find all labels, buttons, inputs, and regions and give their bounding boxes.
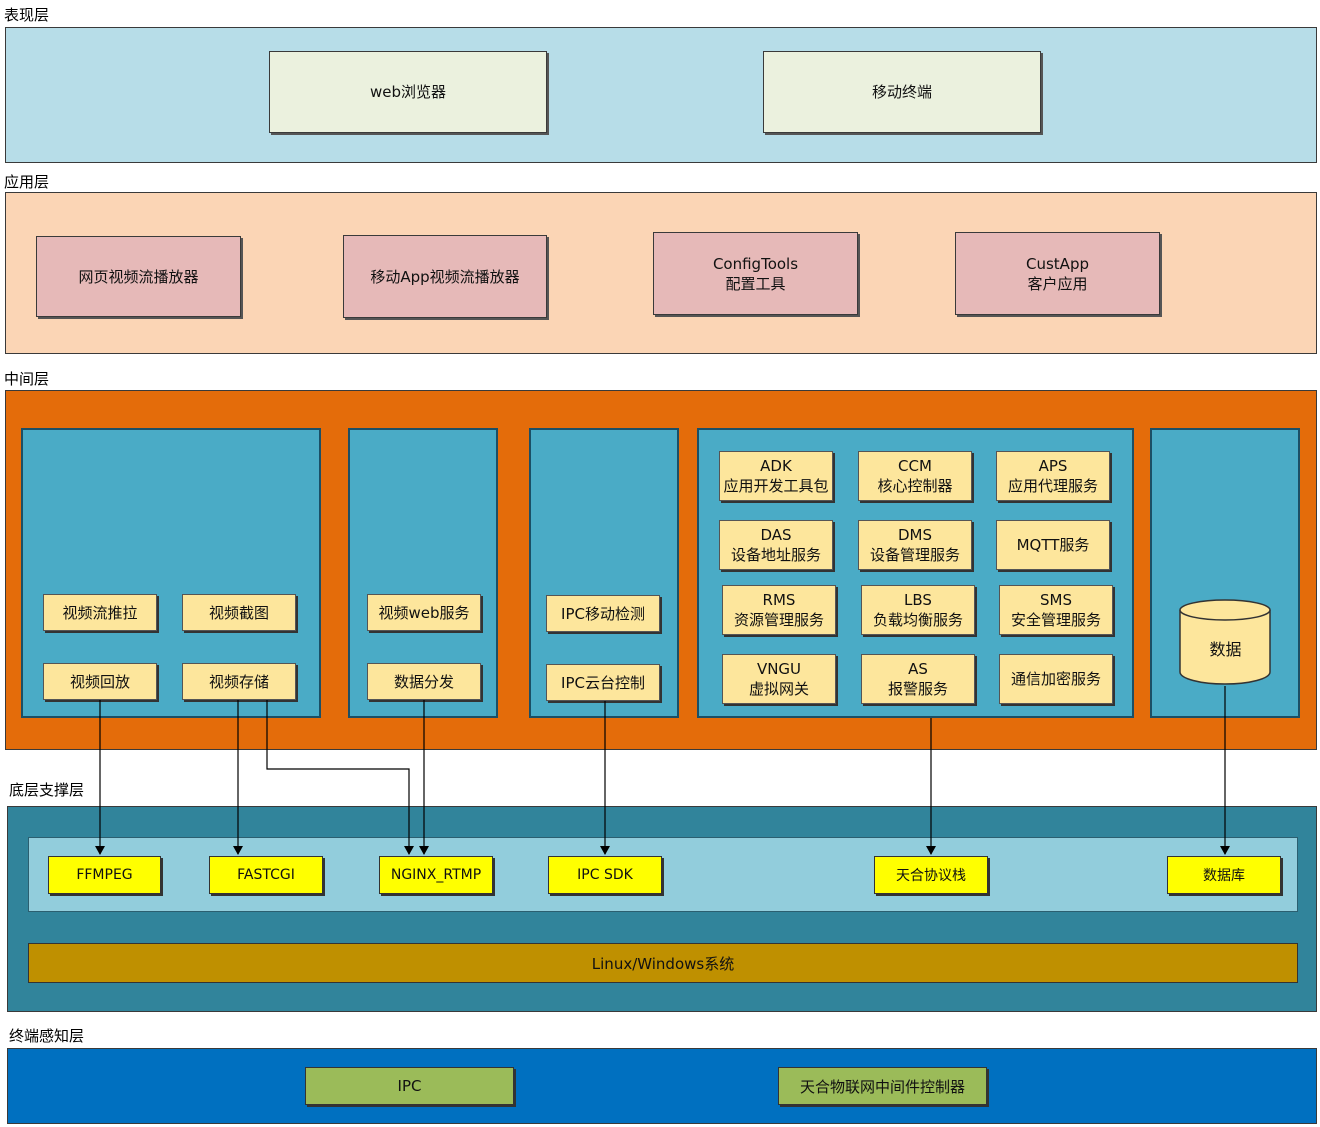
sms-label: SMS xyxy=(1040,591,1072,609)
database-box[interactable]: 数据库 xyxy=(1167,856,1281,894)
cust-app-box[interactable]: CustApp 客户应用 xyxy=(955,232,1160,315)
ccm-label: CCM xyxy=(898,457,932,475)
ipc-sdk-label: IPC SDK xyxy=(577,867,633,883)
aps-desc: 应用代理服务 xyxy=(1007,477,1098,495)
mqtt-service-label: MQTT服务 xyxy=(1016,536,1090,554)
ipc-motion-detection-label: IPC移动检测 xyxy=(561,604,645,623)
video-web-service-box[interactable]: 视频web服务 xyxy=(367,594,481,631)
comm-encryption-label: 通信加密服务 xyxy=(1010,670,1101,688)
video-snapshot-box[interactable]: 视频截图 xyxy=(182,594,296,631)
mqtt-service-box[interactable]: MQTT服务 xyxy=(996,520,1110,570)
ccm-box[interactable]: CCM 核心控制器 xyxy=(858,451,972,501)
video-web-service-label: 视频web服务 xyxy=(378,603,470,622)
mobile-app-video-player-box[interactable]: 移动App视频流播放器 xyxy=(343,235,547,318)
os-label: Linux/Windows系统 xyxy=(591,954,735,973)
rms-box[interactable]: RMS 资源管理服务 xyxy=(722,585,836,635)
dms-box[interactable]: DMS 设备管理服务 xyxy=(858,520,972,570)
as-label: AS xyxy=(908,660,928,678)
database-label: 数据库 xyxy=(1203,868,1245,884)
cust-app-label-cn: 客户应用 xyxy=(1027,274,1088,293)
ipc-ptz-control-label: IPC云台控制 xyxy=(561,673,645,692)
ipc-device-label: IPC xyxy=(397,1077,422,1095)
tianhe-iot-controller-label: 天合物联网中间件控制器 xyxy=(799,1077,965,1096)
video-playback-label: 视频回放 xyxy=(69,672,130,691)
lbs-box[interactable]: LBS 负载均衡服务 xyxy=(861,585,975,635)
data-distribution-label: 数据分发 xyxy=(393,672,454,691)
ipc-ptz-control-box[interactable]: IPC云台控制 xyxy=(546,664,660,701)
das-label: DAS xyxy=(760,526,792,544)
tianhe-protocol-stack-label: 天合协议栈 xyxy=(896,868,966,884)
ipc-motion-detection-box[interactable]: IPC移动检测 xyxy=(546,595,660,632)
rms-label: RMS xyxy=(762,591,796,609)
os-bar: Linux/Windows系统 xyxy=(28,943,1298,983)
nginx-rtmp-box[interactable]: NGINX_RTMP xyxy=(379,856,493,894)
video-snapshot-label: 视频截图 xyxy=(208,603,269,622)
web-video-player-box[interactable]: 网页视频流播放器 xyxy=(36,236,241,317)
config-tools-label-en: ConfigTools xyxy=(712,254,799,273)
config-tools-label-cn: 配置工具 xyxy=(725,274,786,293)
terminal-layer xyxy=(7,1048,1317,1124)
vngu-box[interactable]: VNGU 虚拟网关 xyxy=(722,654,836,704)
adk-box[interactable]: ADK 应用开发工具包 xyxy=(719,451,833,501)
ipc-sdk-box[interactable]: IPC SDK xyxy=(548,856,662,894)
data-label: 数据 xyxy=(1209,640,1242,659)
vngu-desc: 虚拟网关 xyxy=(748,680,809,698)
aps-box[interactable]: APS 应用代理服务 xyxy=(996,451,1110,501)
sms-desc: 安全管理服务 xyxy=(1010,611,1101,629)
config-tools-box[interactable]: ConfigTools 配置工具 xyxy=(653,232,858,315)
sms-box[interactable]: SMS 安全管理服务 xyxy=(999,585,1113,635)
video-stream-push-pull-label: 视频流推拉 xyxy=(62,603,138,622)
adk-desc: 应用开发工具包 xyxy=(723,477,829,495)
data-distribution-box[interactable]: 数据分发 xyxy=(367,663,481,700)
adk-label: ADK xyxy=(760,457,792,475)
dms-label: DMS xyxy=(897,526,932,544)
aps-label: APS xyxy=(1038,457,1068,475)
das-box[interactable]: DAS 设备地址服务 xyxy=(719,520,833,570)
fastcgi-box[interactable]: FASTCGI xyxy=(209,856,323,894)
mobile-terminal-label: 移动终端 xyxy=(871,83,932,101)
ffmpeg-box[interactable]: FFMPEG xyxy=(48,856,161,894)
web-browser-box[interactable]: web浏览器 xyxy=(269,51,547,133)
video-storage-box[interactable]: 视频存储 xyxy=(182,663,296,700)
nginx-rtmp-label: NGINX_RTMP xyxy=(390,867,482,883)
video-playback-box[interactable]: 视频回放 xyxy=(43,663,157,700)
video-stream-push-pull-box[interactable]: 视频流推拉 xyxy=(43,594,157,631)
ccm-desc: 核心控制器 xyxy=(877,477,953,495)
presentation-layer-title: 表现层 xyxy=(4,6,50,24)
support-layer-title: 底层支撑层 xyxy=(9,781,85,799)
application-layer-title: 应用层 xyxy=(4,173,50,191)
tianhe-protocol-stack-box[interactable]: 天合协议栈 xyxy=(874,856,988,894)
as-box[interactable]: AS 报警服务 xyxy=(861,654,975,704)
ffmpeg-label: FFMPEG xyxy=(76,867,133,883)
terminal-layer-title: 终端感知层 xyxy=(9,1027,85,1045)
web-video-player-label: 网页视频流播放器 xyxy=(78,267,199,286)
das-desc: 设备地址服务 xyxy=(730,546,821,564)
mobile-app-video-player-label: 移动App视频流播放器 xyxy=(370,267,520,286)
as-desc: 报警服务 xyxy=(887,680,948,698)
cust-app-label-en: CustApp xyxy=(1026,254,1089,273)
fastcgi-label: FASTCGI xyxy=(237,867,295,883)
lbs-label: LBS xyxy=(904,591,932,609)
rms-desc: 资源管理服务 xyxy=(733,611,824,629)
presentation-layer: web浏览器 移动终端 xyxy=(5,27,1317,163)
data-cylinder-icon[interactable] xyxy=(1178,598,1273,686)
mobile-terminal-box[interactable]: 移动终端 xyxy=(763,51,1041,133)
application-layer: 网页视频流播放器 移动App视频流播放器 ConfigTools 配置工具 Cu… xyxy=(5,192,1317,354)
lbs-desc: 负载均衡服务 xyxy=(872,611,963,629)
comm-encryption-box[interactable]: 通信加密服务 xyxy=(999,654,1113,704)
ipc-device-box[interactable]: IPC xyxy=(305,1067,514,1105)
tianhe-iot-controller-box[interactable]: 天合物联网中间件控制器 xyxy=(778,1067,987,1105)
web-browser-label: web浏览器 xyxy=(369,83,447,101)
dms-desc: 设备管理服务 xyxy=(869,546,960,564)
middleware-layer-title: 中间层 xyxy=(4,370,50,388)
video-storage-label: 视频存储 xyxy=(208,672,269,691)
vngu-label: VNGU xyxy=(756,660,802,678)
